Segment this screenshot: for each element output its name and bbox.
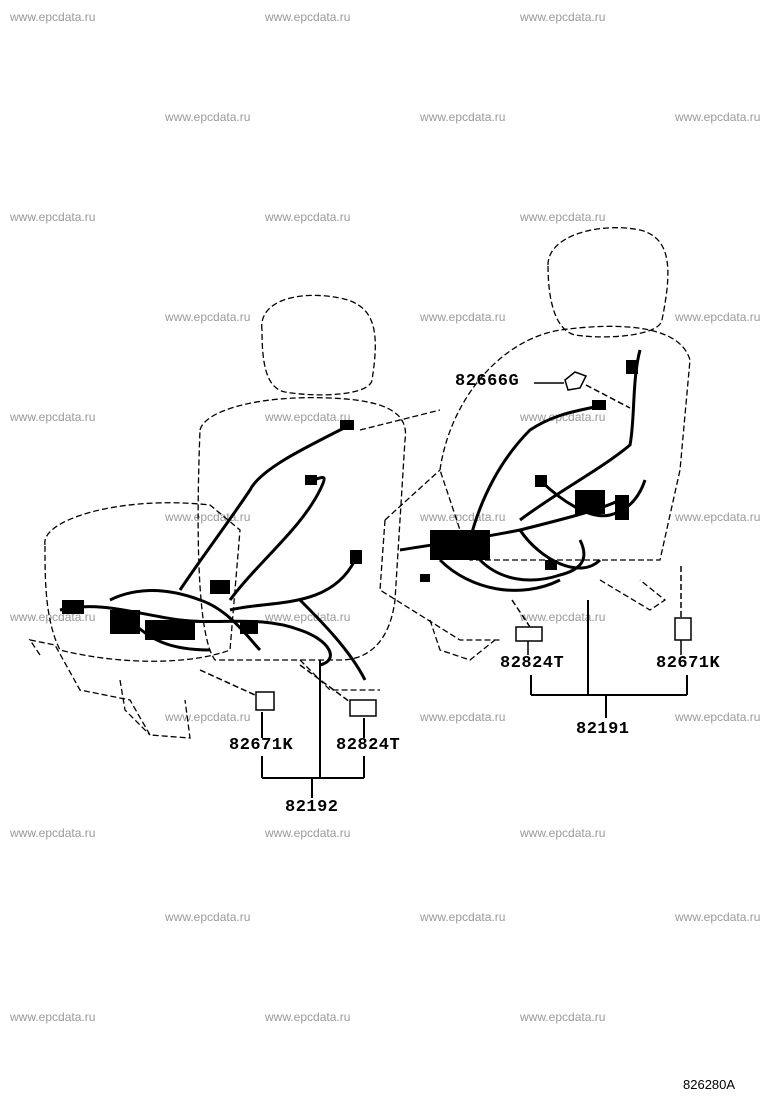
- watermark: www.epcdata.ru: [265, 10, 351, 24]
- watermark: www.epcdata.ru: [165, 710, 251, 724]
- watermark: www.epcdata.ru: [420, 310, 506, 324]
- right-harness: [399, 349, 647, 592]
- left-harness-connectors: [62, 420, 362, 640]
- watermark: www.epcdata.ru: [420, 710, 506, 724]
- part-label-82671K-right[interactable]: 82671K: [656, 654, 721, 673]
- watermark: www.epcdata.ru: [265, 826, 351, 840]
- watermark: www.epcdata.ru: [10, 1010, 96, 1024]
- left-harness: [59, 423, 367, 681]
- watermark: www.epcdata.ru: [520, 610, 606, 624]
- watermark: www.epcdata.ru: [10, 10, 96, 24]
- leader-lines: [261, 600, 688, 798]
- watermark: www.epcdata.ru: [675, 110, 760, 124]
- watermark: www.epcdata.ru: [10, 210, 96, 224]
- part-label-82824T-right[interactable]: 82824T: [500, 654, 565, 673]
- watermark: www.epcdata.ru: [520, 410, 606, 424]
- part-label-82824T-left[interactable]: 82824T: [336, 736, 401, 755]
- watermark: www.epcdata.ru: [265, 610, 351, 624]
- left-seat-drawing: [28, 294, 407, 739]
- watermark: www.epcdata.ru: [420, 510, 506, 524]
- part-82666G-clip: [534, 371, 631, 409]
- watermark: www.epcdata.ru: [165, 910, 251, 924]
- right-seat-drawing: [359, 227, 691, 661]
- part-label-82191[interactable]: 82191: [576, 720, 630, 739]
- watermark: www.epcdata.ru: [420, 110, 506, 124]
- watermark: www.epcdata.ru: [10, 410, 96, 424]
- watermark: www.epcdata.ru: [265, 410, 351, 424]
- watermark: www.epcdata.ru: [265, 1010, 351, 1024]
- watermark: www.epcdata.ru: [675, 510, 760, 524]
- right-harness-connectors: [420, 360, 638, 582]
- part-82824T-right-connector: [511, 599, 543, 655]
- watermark: www.epcdata.ru: [520, 10, 606, 24]
- part-82671K-left-connector: [199, 669, 275, 711]
- watermark: www.epcdata.ru: [420, 910, 506, 924]
- part-82671K-right-connector: [674, 566, 692, 655]
- watermark: www.epcdata.ru: [10, 826, 96, 840]
- figure-id: 826280A: [683, 1077, 736, 1092]
- watermark: www.epcdata.ru: [520, 1010, 606, 1024]
- part-82824T-left-connector: [299, 664, 377, 717]
- watermark: www.epcdata.ru: [520, 210, 606, 224]
- watermark: www.epcdata.ru: [675, 910, 760, 924]
- part-label-82671K-left[interactable]: 82671K: [229, 736, 294, 755]
- watermark: www.epcdata.ru: [520, 826, 606, 840]
- watermark: www.epcdata.ru: [165, 110, 251, 124]
- watermark: www.epcdata.ru: [675, 710, 760, 724]
- watermark: www.epcdata.ru: [165, 310, 251, 324]
- watermark: www.epcdata.ru: [265, 210, 351, 224]
- watermark: www.epcdata.ru: [675, 310, 760, 324]
- part-label-82192[interactable]: 82192: [285, 798, 339, 817]
- part-label-82666G[interactable]: 82666G: [455, 372, 520, 391]
